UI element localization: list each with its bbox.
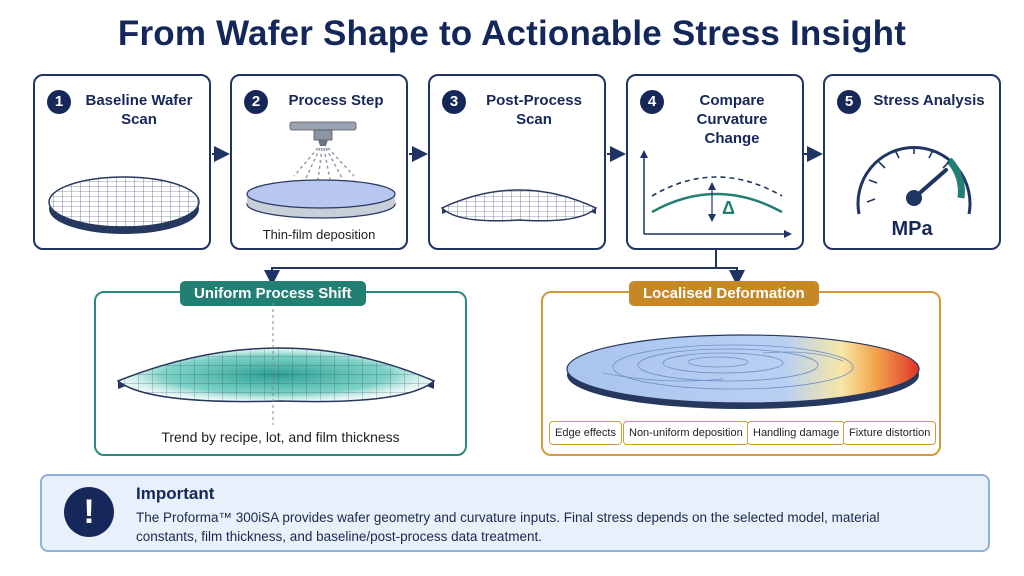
step-title: Baseline Wafer Scan — [85, 92, 193, 128]
gauge-icon — [856, 145, 972, 215]
gauge-unit: MPa — [891, 218, 933, 240]
tag-edge-effects: Edge effects — [549, 421, 622, 445]
tag-non-uniform-deposition: Non-uniform deposition — [623, 421, 749, 445]
localised-deformation-label: Localised Deformation — [629, 281, 819, 306]
localised-deformation-wafer-icon — [566, 334, 920, 409]
important-note: ! Important The Proforma™ 300iSA provide… — [40, 474, 990, 552]
uniform-shift-caption: Trend by recipe, lot, and film thickness — [161, 429, 400, 445]
step-title: Compare Curvature Change — [696, 92, 768, 147]
panel-uniform-process-shift: Uniform Process Shift Trend by recipe, l… — [94, 281, 467, 456]
step-caption: Thin-film deposition — [262, 227, 376, 242]
note-title: Important — [136, 484, 215, 503]
tag-handling-damage: Handling damage — [747, 421, 846, 445]
step-number: 4 — [640, 90, 664, 114]
flat-wafer-icon — [48, 176, 200, 234]
step-number: 1 — [47, 90, 71, 114]
delta-symbol: Δ — [722, 198, 735, 218]
page-title: From Wafer Shape to Actionable Stress In… — [117, 14, 907, 53]
deposition-icon — [246, 121, 396, 219]
uniform-shift-label: Uniform Process Shift — [180, 281, 366, 306]
step-number: 2 — [244, 90, 268, 114]
tag-fixture-distortion: Fixture distortion — [843, 421, 937, 445]
panel-localised-deformation: Localised Deformation Edge effects Non-u… — [541, 281, 941, 456]
step-compare-curvature: 4 Compare Curvature Change Δ — [626, 74, 804, 250]
step-number: 5 — [837, 90, 861, 114]
branch-connector — [264, 250, 717, 286]
step-post-process-scan: 3 Post-Process Scan — [428, 74, 606, 250]
bowed-wafer-icon — [440, 189, 598, 222]
step-title: Stress Analysis — [873, 92, 985, 109]
step-title: Process Step — [288, 92, 384, 109]
curvature-compare-icon — [640, 150, 792, 238]
step-baseline-wafer-scan: 1 Baseline Wafer Scan — [33, 74, 211, 250]
step-process-step: 2 Process Step Thin-film deposition — [230, 74, 408, 250]
exclamation-icon: ! — [64, 487, 114, 537]
step-stress-analysis: 5 Stress Analysis MPa — [823, 74, 1001, 250]
step-title: Post-Process Scan — [486, 92, 582, 128]
note-text: The Proforma™ 300iSA provides wafer geom… — [136, 510, 880, 544]
branch-connector-right — [716, 267, 745, 286]
uniform-shift-wafer-icon — [116, 303, 436, 425]
step-number: 3 — [442, 90, 466, 114]
